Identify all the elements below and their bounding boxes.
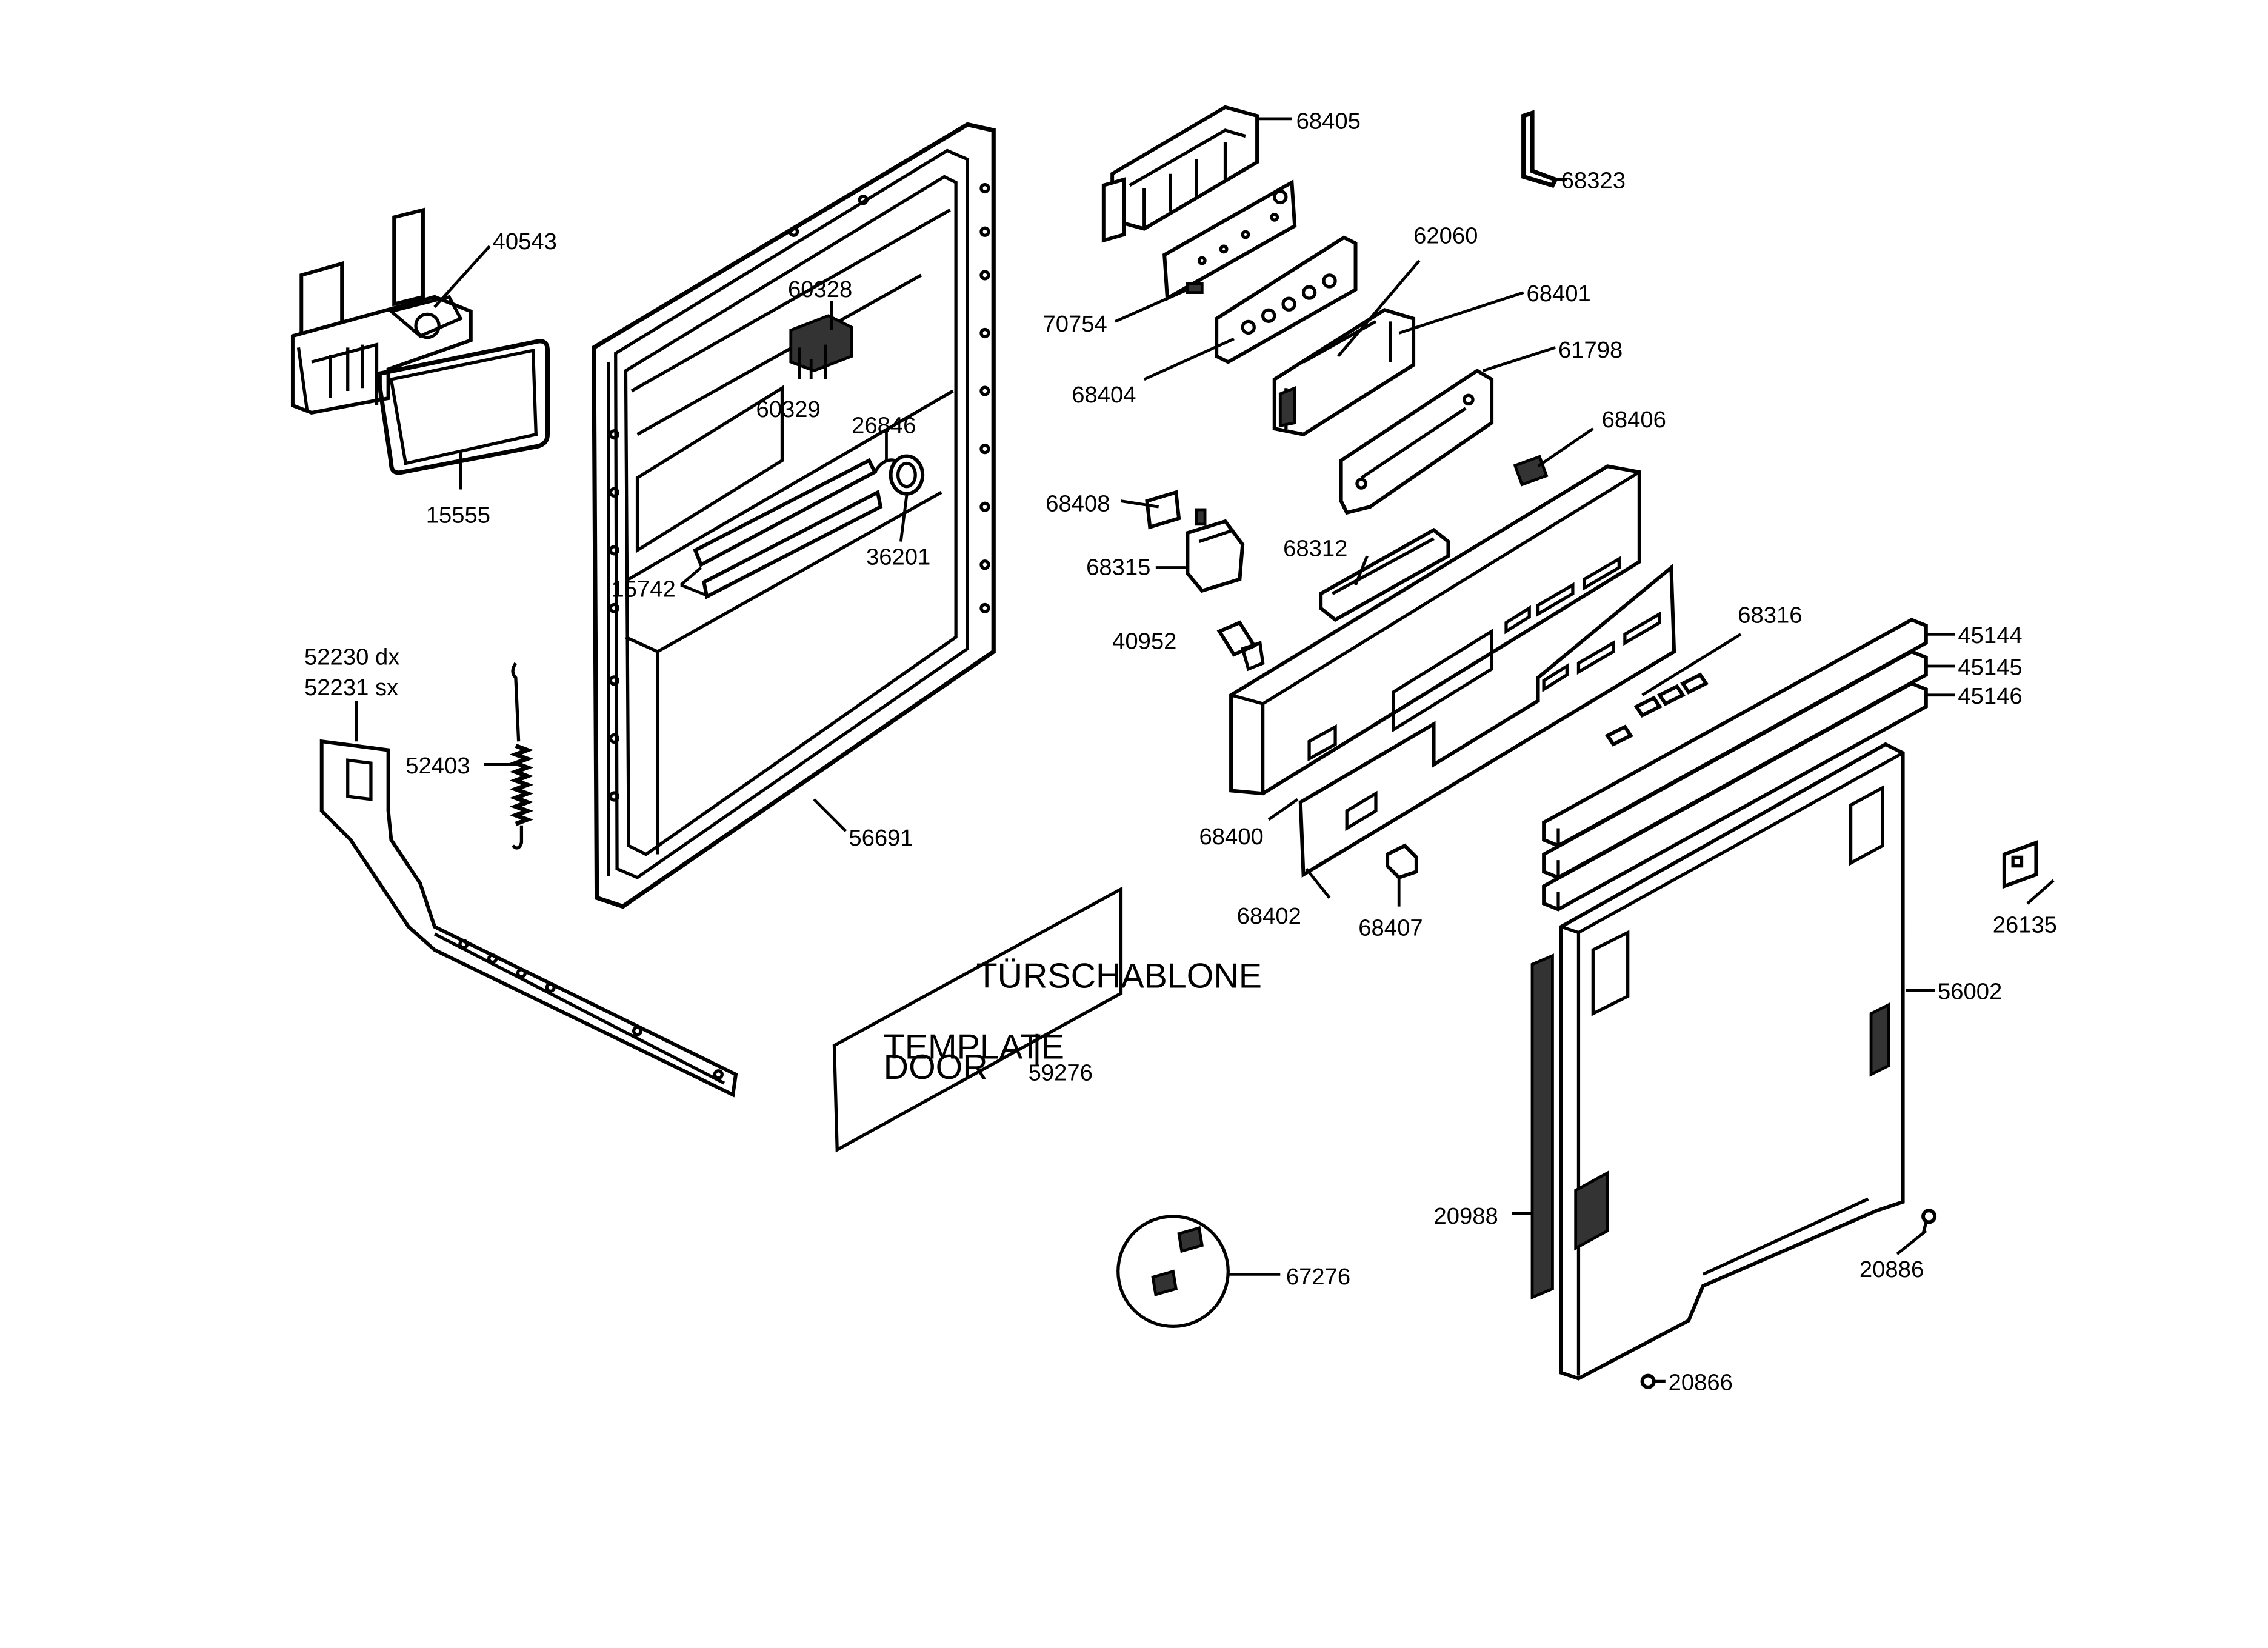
label-60328: 60328 [788,276,852,302]
cap-set [1116,1215,1230,1329]
label-68404: 68404 [1072,382,1136,408]
front-panel [1298,564,1676,878]
label-52230: 52230 dx [304,644,399,670]
control-panel [1229,464,1641,796]
label-67276: 67276 [1286,1264,1350,1290]
control-board [1162,179,1297,302]
door-rails [1542,618,1928,912]
label-60329: 60329 [756,396,820,422]
switch [1186,508,1245,593]
handle-insert [1319,527,1450,622]
door-latch [789,314,853,379]
label-68407: 68407 [1358,915,1423,941]
label-45144: 45144 [1958,622,2022,649]
door-template-sheet: TÜRSCHABLONE TEMPLATE DOOR [832,886,1262,1153]
label-56002: 56002 [1938,978,2002,1004]
label-68312: 68312 [1283,535,1347,561]
label-45146: 45146 [1958,683,2022,709]
template-text-1: TÜRSCHABLONE [976,956,1262,995]
label-68323: 68323 [1561,168,1626,194]
screw-20886 [1921,1209,1937,1235]
label-26846: 26846 [852,412,916,438]
electronic-module [1272,308,1416,436]
small-bracket [1521,110,1559,188]
connector [1216,620,1265,672]
label-68315: 68315 [1086,554,1150,580]
label-20866: 20866 [1669,1370,1733,1396]
button-panel [1215,235,1358,364]
label-70754: 70754 [1042,311,1107,337]
label-61798: 61798 [1558,337,1623,363]
door-spring [509,662,534,850]
label-45145: 45145 [1958,654,2022,680]
label-68400: 68400 [1199,824,1264,850]
label-56691: 56691 [849,825,913,851]
label-52403: 52403 [405,753,470,779]
door-hinge [319,739,738,1098]
switch-plate [1145,490,1181,530]
dispenser-gasket [377,339,550,475]
label-62060: 62060 [1413,222,1478,249]
label-15555: 15555 [426,502,490,528]
label-26135: 26135 [1993,912,2057,938]
label-20886: 20886 [1859,1256,1924,1283]
mounting-bracket [2002,840,2038,889]
template-text-3: DOOR [884,1048,988,1087]
small-knob [1386,843,1418,880]
inner-door-panel [592,122,996,909]
outer-door-panel [1559,742,1905,1381]
screw-20866 [1640,1373,1656,1389]
label-68405: 68405 [1296,108,1361,135]
label-68316: 68316 [1738,602,1802,628]
label-59276: 59276 [1029,1059,1093,1086]
label-40543: 40543 [493,229,557,255]
push-buttons [1604,672,1709,747]
label-36201: 36201 [866,544,930,570]
leader-lines [355,117,2055,1383]
insulation-strip [1530,953,1554,1300]
label-68408: 68408 [1046,490,1110,516]
label-20988: 20988 [1434,1203,1498,1229]
part-labels: 40543 15555 60328 60329 26846 36201 1574… [304,108,2057,1396]
label-68401: 68401 [1526,281,1590,307]
label-40952: 40952 [1112,628,1176,654]
label-52231: 52231 sx [304,675,398,701]
control-housing [1101,105,1259,243]
label-68402: 68402 [1237,903,1301,929]
rinse-aid-cap [873,454,925,496]
label-15742: 15742 [612,576,676,602]
detergent-dispenser [290,207,473,415]
template-text-2: TEMPLATE [884,1027,1064,1066]
module-cover [1339,369,1494,515]
label-68406: 68406 [1602,407,1666,433]
small-clip [1513,455,1549,487]
